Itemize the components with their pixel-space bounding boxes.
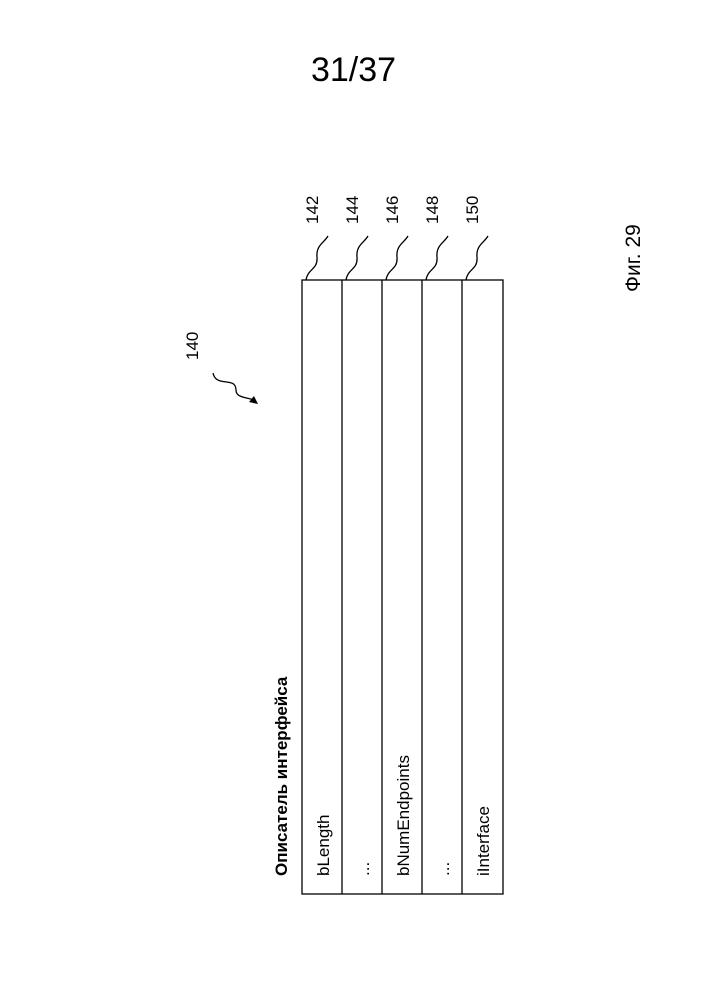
- leader-line: [306, 236, 328, 280]
- leader-lines: [306, 236, 488, 280]
- field-label-iinterface: iInterface: [474, 806, 493, 876]
- leader-line: [346, 236, 368, 280]
- leader-line: [426, 236, 448, 280]
- descriptor-title: Описатель интерфейса: [272, 676, 291, 876]
- field-label-blength: bLength: [314, 815, 333, 876]
- leader-line: [466, 236, 488, 280]
- field-label-ellipsis: ...: [434, 862, 453, 876]
- ref-numeral-150: 150: [463, 196, 482, 224]
- figure-caption: Фиг. 29: [622, 224, 645, 292]
- field-label-ellipsis: ...: [354, 862, 373, 876]
- ref-numeral-148: 148: [423, 196, 442, 224]
- leader-line: [386, 236, 408, 280]
- ref-numeral-142: 142: [303, 196, 322, 224]
- arrowhead-icon: [249, 396, 258, 404]
- ref-numeral-144: 144: [343, 196, 362, 224]
- descriptor-leader-arrow: [213, 373, 254, 400]
- ref-numeral-146: 146: [383, 196, 402, 224]
- ref-numeral-140: 140: [183, 332, 202, 360]
- field-label-bnumendpoints: bNumEndpoints: [394, 755, 413, 876]
